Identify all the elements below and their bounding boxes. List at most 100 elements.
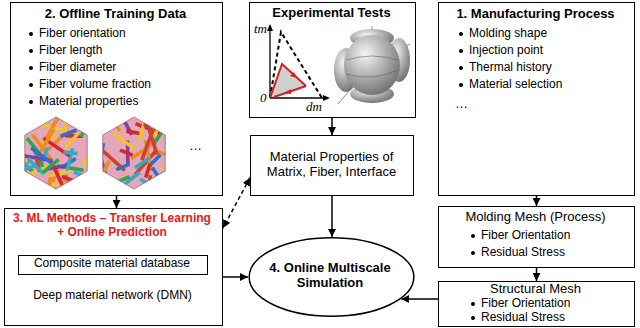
- bullet-text: Material selection: [469, 78, 562, 92]
- text-slot: Thermal history: [469, 61, 552, 75]
- heading: Experimental Tests: [250, 6, 413, 21]
- bullet-dot: [29, 83, 33, 87]
- text-slot: Composite material database: [19, 257, 205, 271]
- fiber-rod: [120, 150, 132, 155]
- flow-arrow: [331, 196, 333, 237]
- dashed-arrow: [223, 178, 250, 228]
- axis: [269, 30, 270, 98]
- mesh-box: Structural MeshFiber OrientationResidual…: [438, 281, 635, 327]
- fiber-rod: [114, 134, 135, 149]
- axis-label-slot: dm: [306, 100, 322, 115]
- fiber-rod: [83, 150, 93, 165]
- bullet-text: Thermal history: [469, 61, 552, 75]
- axis-label: tm: [254, 22, 267, 37]
- bullet-text: Fiber length: [39, 44, 102, 58]
- fiber-rod: [43, 159, 59, 172]
- fiber-rod: [122, 188, 143, 193]
- microstructure-cell: [103, 117, 165, 189]
- fiber-rod: [155, 180, 173, 182]
- fiber-rod: [147, 124, 157, 154]
- fiber-rod: [116, 164, 129, 169]
- ellipsis: …: [189, 139, 202, 154]
- ellipsis: …: [455, 97, 468, 112]
- loading-path: [270, 64, 306, 98]
- axis-head: [267, 24, 273, 31]
- text-slot: Material properties: [39, 95, 138, 109]
- axis-label: dm: [306, 100, 322, 115]
- path-head: [284, 89, 291, 94]
- text-slot: Fiber Orientation: [481, 229, 570, 243]
- fiber-rod: [66, 188, 95, 192]
- box-text: Composite material database: [19, 257, 205, 271]
- simulation-ellipse: 4. Online Multiscale Simulation: [248, 237, 415, 317]
- fiber-rod: [153, 111, 172, 119]
- database-box: Composite material database: [18, 255, 208, 275]
- fiber-rods: [90, 107, 173, 200]
- fiber-rod: [126, 131, 139, 133]
- mesh-box: Molding Mesh (Process) Fiber OrientationR…: [438, 206, 635, 268]
- fiber-rod: [18, 124, 32, 128]
- fiber-rod: [158, 186, 171, 188]
- cell-outline: [103, 117, 165, 189]
- flow-arrow: [223, 276, 248, 278]
- failure-surface: [334, 26, 410, 104]
- axis-label-slot: 0: [260, 91, 267, 106]
- heading: Structural Mesh: [439, 282, 632, 297]
- text-slot: Molding Mesh (Process): [439, 210, 632, 225]
- heading: 4. Online Multiscale Simulation: [265, 261, 395, 291]
- bullet-dot: [459, 32, 463, 36]
- bullet-text: Molding shape: [469, 27, 547, 41]
- flow-arrow: [116, 196, 118, 208]
- bullet-text: Fiber diameter: [39, 61, 116, 75]
- flow-arrow: [331, 118, 333, 135]
- fiber-rod: [62, 177, 90, 187]
- bullet-text: Fiber Orientation: [481, 229, 570, 243]
- fiber-rod: [30, 188, 56, 192]
- property-box: Material Properties of Matrix, Fiber, In…: [250, 135, 414, 196]
- bullet-dot: [471, 251, 475, 255]
- text-slot: Material selection: [469, 78, 562, 92]
- fiber-rod: [65, 132, 79, 148]
- fiber-rod: [152, 168, 164, 187]
- box-text: Deep material network (DMN): [5, 289, 220, 303]
- method-box: 3. ML Methods – Transfer Learning + Onli…: [4, 208, 223, 326]
- text-slot: Fiber diameter: [39, 61, 116, 75]
- bullet-dot: [29, 32, 33, 36]
- text-slot: Fiber Orientation: [481, 297, 570, 311]
- box-text: Material Properties of Matrix, Fiber, In…: [257, 150, 407, 180]
- bullet-dot: [471, 234, 475, 238]
- fiber-rod: [100, 161, 110, 180]
- fiber-rod: [19, 160, 28, 187]
- text-slot: 2. Offline Training Data: [11, 7, 220, 22]
- bullet-dot: [29, 66, 33, 70]
- bullet-dot: [471, 302, 475, 306]
- fiber-rod: [90, 107, 117, 122]
- bullet-dot: [471, 316, 475, 320]
- text-slot: Experimental Tests: [250, 6, 413, 21]
- bullet-dot: [459, 66, 463, 70]
- path-head: [290, 72, 297, 78]
- text-slot: …: [455, 97, 468, 112]
- bullet-text: Fiber volume fraction: [39, 78, 151, 92]
- text-slot: Deep material network (DMN): [5, 289, 220, 303]
- flow-arrow: [536, 268, 538, 281]
- flow-arrow: [401, 298, 438, 300]
- bullet-text: Material properties: [39, 95, 138, 109]
- unloading-path: [274, 86, 306, 97]
- heading: 2. Offline Training Data: [11, 7, 220, 22]
- fiber-rod: [63, 180, 81, 183]
- fiber-rod: [49, 184, 81, 186]
- bullet-text: Injection point: [469, 44, 543, 58]
- bullet-text: Fiber orientation: [39, 27, 126, 41]
- fiber-rod: [147, 175, 151, 200]
- fiber-rod: [147, 169, 171, 185]
- bullet-text: Residual Stress: [481, 246, 565, 260]
- heading: Molding Mesh (Process): [439, 210, 632, 225]
- text-slot: Fiber volume fraction: [39, 78, 151, 92]
- text-slot: Structural Mesh: [439, 282, 632, 297]
- fiber-rod: [146, 164, 150, 178]
- bullet-dot: [29, 49, 33, 53]
- bullet-text: Fiber Orientation: [481, 297, 570, 311]
- fiber-rod: [150, 155, 161, 165]
- fiber-rod: [47, 117, 58, 137]
